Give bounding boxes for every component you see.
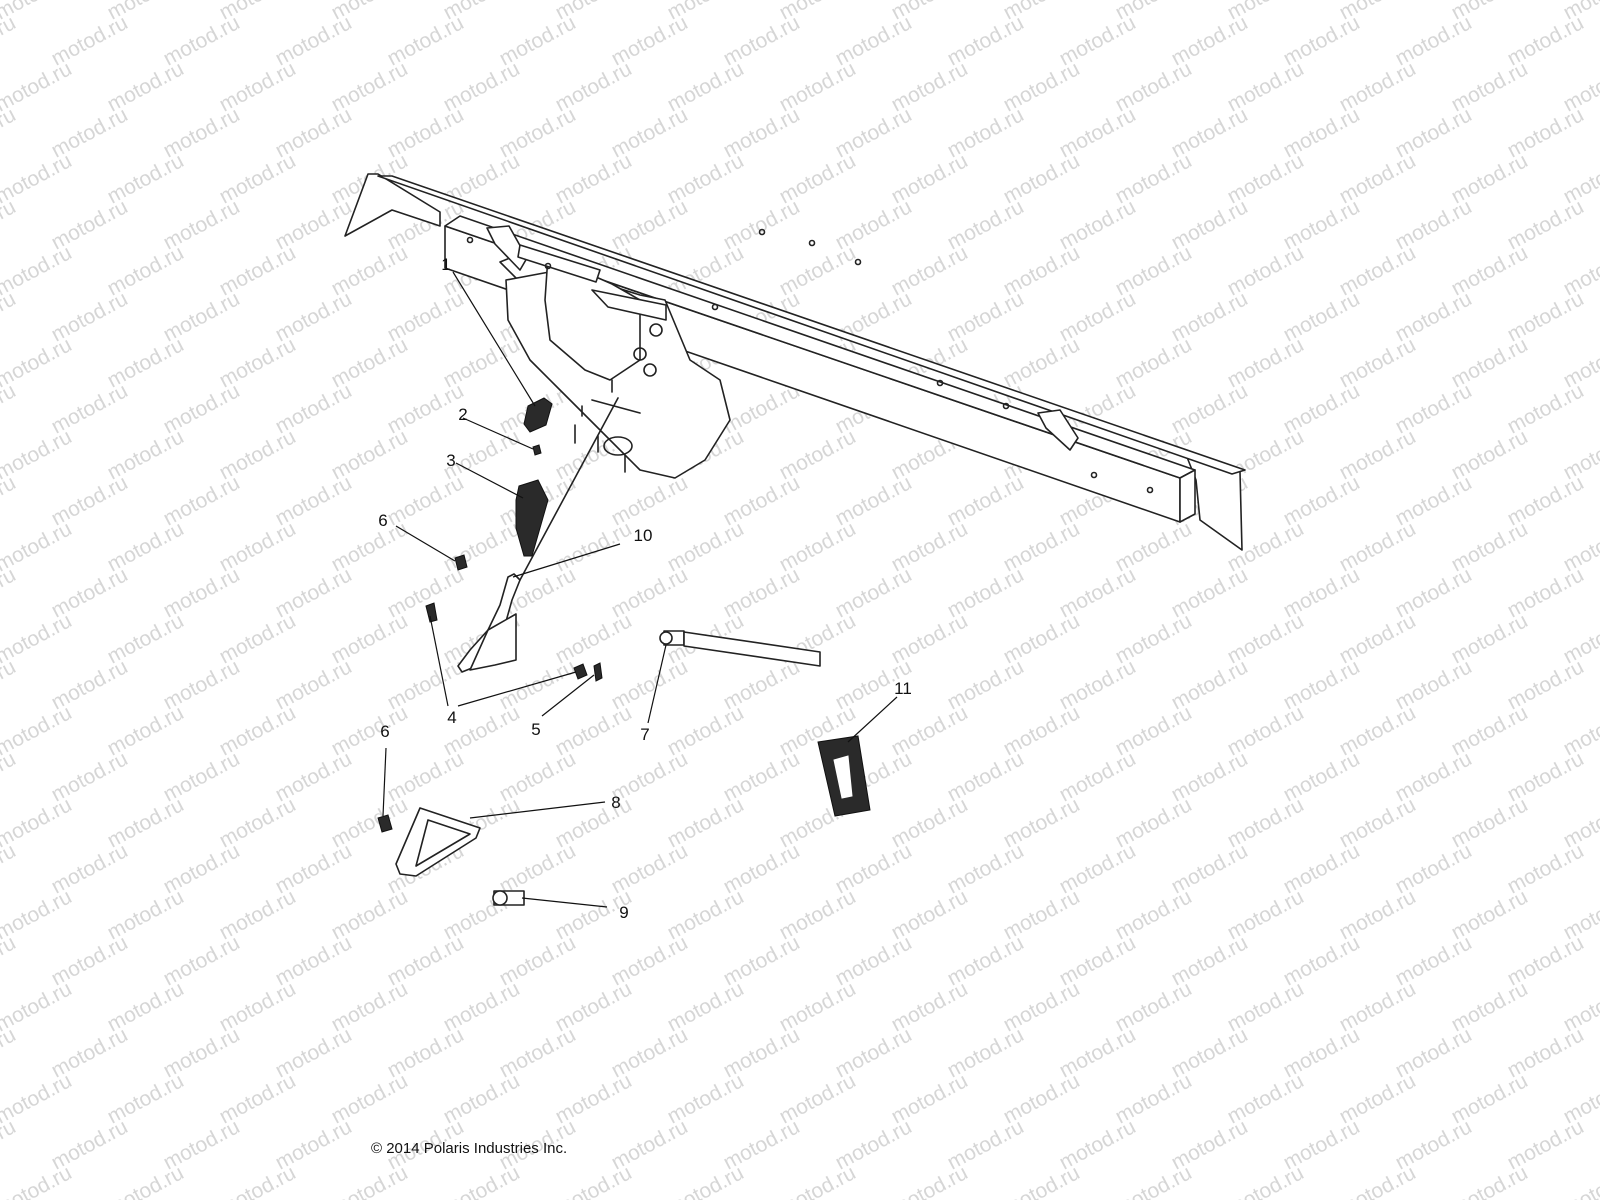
watermark-text: motod.ru (1560, 609, 1600, 668)
watermark-text: motod.ru (1112, 1161, 1196, 1200)
watermark-text: motod.ru (1560, 149, 1600, 208)
watermark-text: motod.ru (0, 1115, 20, 1174)
part-2-nut (532, 444, 542, 456)
copyright-notice: © 2014 Polaris Industries Inc. (371, 1140, 568, 1157)
watermark-text: motod.ru (0, 563, 20, 622)
callout-9: 9 (619, 903, 628, 922)
watermark-text: motod.ru (0, 241, 76, 300)
part-9-bolt (492, 890, 525, 906)
callout-labels: 1 2 3 6 10 4 5 7 11 6 8 9 (378, 255, 912, 922)
watermark-text: motod.ru (0, 149, 76, 208)
part-10-lever (457, 397, 619, 673)
watermark-text: motod.ru (1560, 333, 1600, 392)
watermark-text: motod.ru (0, 1069, 76, 1128)
watermark-text: motod.ru (664, 1161, 748, 1200)
callout-8: 8 (611, 793, 620, 812)
watermark-text: motod.ru (1560, 793, 1600, 852)
watermark-text: motod.ru (0, 287, 20, 346)
callout-6-lower: 6 (380, 722, 389, 741)
frame-crossmember (344, 173, 1246, 551)
watermark-text: motod.ru (1000, 1161, 1084, 1200)
watermark-text: motod.ru (0, 57, 76, 116)
watermark-text: motod.ru (1224, 1161, 1308, 1200)
watermark-text: motod.ru (0, 977, 76, 1036)
leader-lines (382, 271, 898, 908)
watermark-text: motod.ru (1560, 425, 1600, 484)
watermark-text: motod.ru (1560, 57, 1600, 116)
callout-4: 4 (447, 708, 456, 727)
part-5-clip (593, 662, 603, 682)
watermark-text: motod.ru (1560, 885, 1600, 944)
part-6-cap-lower (377, 814, 393, 833)
watermark-text: motod.ru (1336, 1161, 1420, 1200)
part-4-bushing (425, 602, 588, 680)
watermark-text: motod.ru (0, 195, 20, 254)
watermark-text: motod.ru (0, 379, 20, 438)
callout-6-upper: 6 (378, 511, 387, 530)
watermark-text: motod.ru (0, 747, 20, 806)
callout-10: 10 (634, 526, 653, 545)
watermark-text: motod.ru (0, 1023, 20, 1082)
watermark-text: motod.ru (0, 885, 76, 944)
watermark-text: motod.ru (1560, 241, 1600, 300)
watermark-text: motod.ru (0, 793, 76, 852)
watermark-text: motod.ru (0, 425, 76, 484)
callout-11: 11 (894, 679, 912, 698)
watermark-text: motod.ru (0, 609, 76, 668)
watermark-text: motod.ru (216, 1161, 300, 1200)
part-7-rod (659, 630, 821, 667)
watermark-text: motod.ru (0, 931, 20, 990)
watermark-text: motod.ru (1560, 977, 1600, 1036)
watermark-text: motod.ru (1560, 517, 1600, 576)
watermark-text: motod.ru (1560, 701, 1600, 760)
watermark-text: motod.ru (0, 471, 20, 530)
callout-3: 3 (446, 451, 455, 470)
watermark-text: motod.ru (776, 1161, 860, 1200)
watermark-text: motod.ru (0, 839, 20, 898)
part-3-boot (515, 479, 549, 557)
watermark-text: motod.ru (1560, 1161, 1600, 1200)
part-11-pedal-pad (817, 735, 871, 817)
watermark-text: motod.ru (1560, 1069, 1600, 1128)
watermark-text: motod.ru (552, 1161, 636, 1200)
callout-1: 1 (441, 255, 450, 274)
watermark-text: motod.ru (440, 1161, 524, 1200)
callout-5: 5 (531, 720, 540, 739)
callout-2: 2 (458, 405, 467, 424)
part-8-bracket (395, 807, 481, 877)
watermark-text: motod.ru (0, 103, 20, 162)
watermark-text: motod.ru (0, 1161, 76, 1200)
watermark-text: motod.ru (328, 1161, 412, 1200)
watermark-text: motod.ru (888, 1161, 972, 1200)
watermark-text: motod.ru (0, 11, 20, 70)
watermark-text: motod.ru (1448, 1161, 1532, 1200)
watermark-text: motod.ru (0, 655, 20, 714)
watermark-text: motod.ru (0, 701, 76, 760)
part-1-pad (523, 397, 553, 433)
watermark-text: motod.ru (0, 517, 76, 576)
part-6-cap-upper (454, 554, 468, 571)
callout-7: 7 (640, 725, 649, 744)
watermark-text: motod.ru (104, 1161, 188, 1200)
watermark-text: motod.ru (0, 333, 76, 392)
